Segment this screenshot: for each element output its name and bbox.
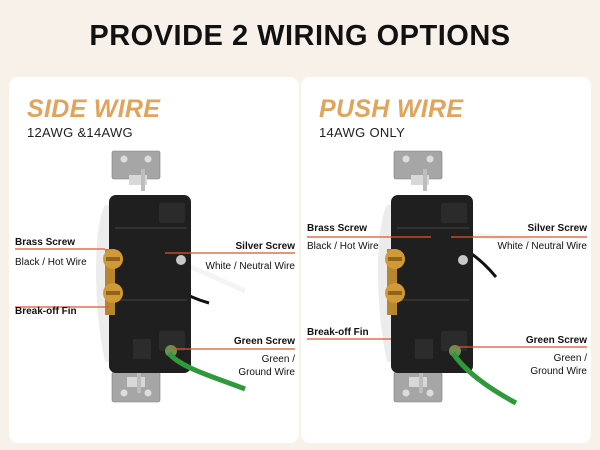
green-screw-label: Green Screw	[525, 335, 587, 346]
callout-lines	[307, 236, 587, 348]
brass-plate	[387, 249, 397, 315]
brass-screw-desc: Black / Hot Wire	[15, 257, 87, 268]
receptacle-body	[391, 195, 473, 373]
mounting-screw-bottom	[409, 371, 427, 393]
breakoff-fin-label: Break-off Fin	[307, 327, 369, 338]
brass-screw-label: Brass Screw	[307, 223, 368, 234]
panel-side-wire: SIDE WIRE 12AWG &14AWG	[9, 77, 299, 443]
green-desc-line2: Ground Wire	[238, 367, 295, 378]
brass-screw-bottom	[103, 283, 123, 303]
receptacle-body	[109, 195, 191, 373]
brass-screw-desc: Black / Hot Wire	[307, 241, 379, 252]
receptacle-side-wire-illustration	[15, 150, 295, 403]
brass-plate	[105, 249, 115, 315]
breakoff-fin-label: Break-off Fin	[15, 306, 77, 317]
brass-screw-label: Brass Screw	[15, 237, 76, 248]
panel-push-wire: PUSH WIRE 14AWG ONLY	[301, 77, 591, 443]
green-desc-line1: Green /	[261, 354, 295, 365]
silver-screw	[458, 255, 468, 265]
mounting-screw-top	[411, 169, 429, 191]
face-edge	[378, 205, 395, 362]
silver-screw-desc: White / Neutral Wire	[205, 261, 295, 272]
mounting-screw-top	[129, 169, 147, 191]
green-desc-line1: Green /	[553, 353, 587, 364]
brass-screw-bottom	[385, 283, 405, 303]
silver-screw-desc: White / Neutral Wire	[497, 241, 587, 252]
mounting-screw-bottom	[127, 371, 145, 393]
brass-screw-top	[103, 249, 123, 269]
green-screw-label: Green Screw	[233, 336, 295, 347]
face-edge	[96, 205, 113, 362]
silver-screw-label: Silver Screw	[527, 223, 587, 234]
ground-wire	[166, 351, 246, 392]
panel-subtitle: 14AWG ONLY	[319, 125, 406, 140]
green-desc-line2: Ground Wire	[530, 366, 587, 377]
brass-screw-top	[385, 249, 405, 269]
callout-lines	[15, 248, 295, 350]
panel-title: PUSH WIRE	[319, 95, 464, 123]
silver-screw	[176, 255, 186, 265]
receptacle-push-wire-illustration	[307, 150, 587, 406]
ground-wire	[450, 351, 518, 406]
panel-title: SIDE WIRE	[27, 95, 161, 123]
panel-subtitle: 12AWG &14AWG	[27, 125, 133, 140]
silver-screw-label: Silver Screw	[235, 241, 295, 252]
headline: PROVIDE 2 WIRING OPTIONS	[89, 20, 511, 52]
